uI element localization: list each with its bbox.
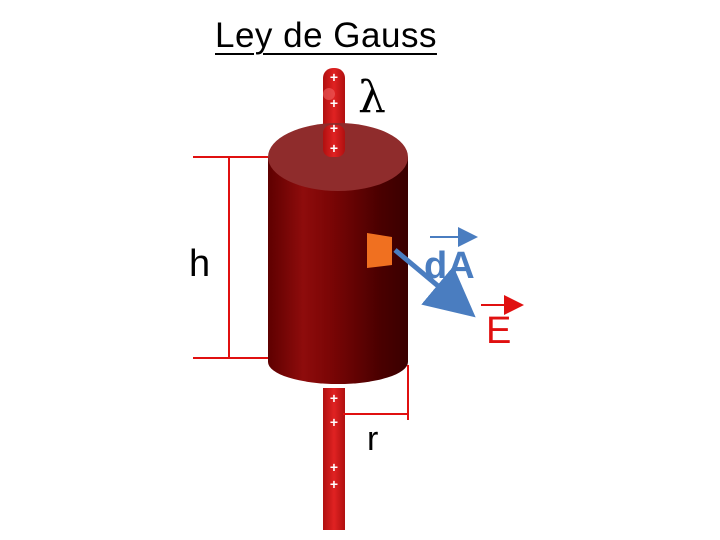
charge-plus: + [330, 140, 338, 156]
charge-plus: + [330, 390, 338, 406]
wire-bottom [323, 388, 345, 530]
wire-highlight [323, 88, 335, 100]
lambda-label: λ [358, 72, 386, 123]
gaussian-cylinder-top [268, 123, 408, 191]
charge-plus: + [330, 459, 338, 475]
page-title: Ley de Gauss [215, 16, 437, 55]
area-element-patch [367, 233, 392, 268]
height-label: h [189, 243, 210, 285]
radius-label: r [367, 420, 378, 458]
field-label: E [486, 310, 511, 352]
wire-through-top [323, 125, 345, 157]
charge-plus: + [330, 95, 338, 111]
charge-plus: + [330, 476, 338, 492]
charge-plus: + [330, 120, 338, 136]
charge-plus: + [330, 69, 338, 85]
area-vector-arrow [393, 248, 476, 318]
gaussian-cylinder-body [268, 157, 408, 384]
area-element-label: dA [424, 245, 475, 287]
charge-plus: + [330, 414, 338, 430]
